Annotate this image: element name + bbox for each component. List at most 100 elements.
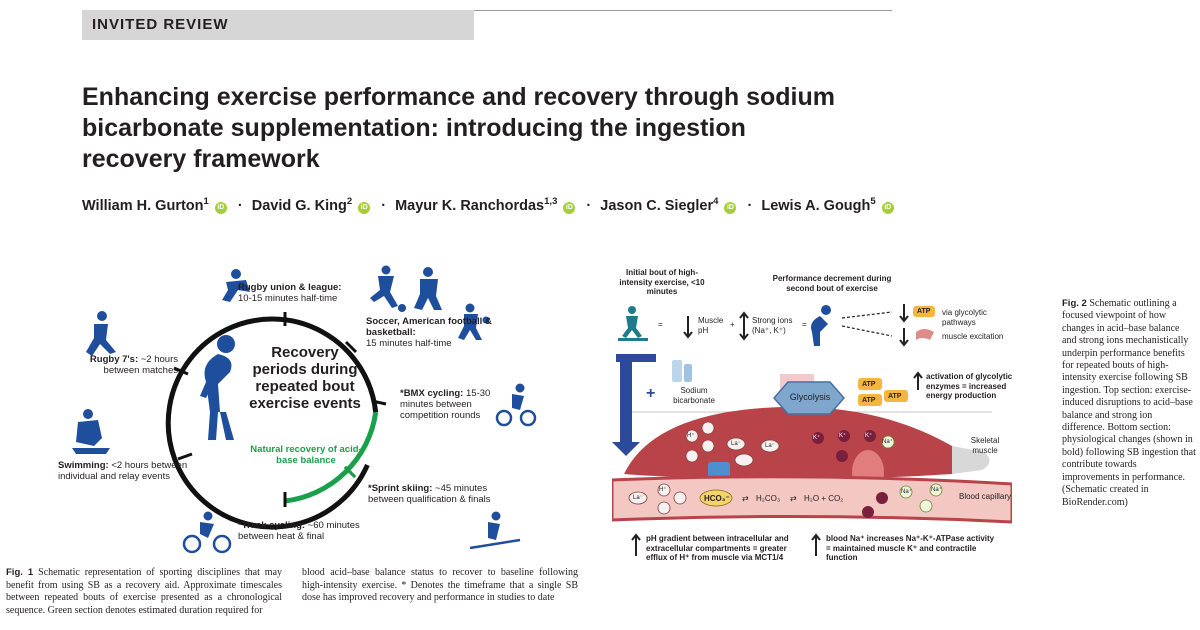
event-detail: 10-15 minutes half-time (238, 293, 338, 304)
section-banner: INVITED REVIEW (82, 10, 474, 40)
orcid-icon[interactable]: iD (563, 202, 576, 214)
skiing-icon (469, 511, 521, 550)
ion-label: Na⁺ (882, 439, 893, 445)
bmx-icon (495, 383, 537, 427)
tired-athlete-icon (200, 335, 235, 440)
caption-label: Fig. 2 (1062, 298, 1087, 309)
muscle-ph-label: Muscle pH (698, 316, 724, 335)
author-name[interactable]: William H. Gurton (82, 198, 204, 214)
bicarbonate-bubble (699, 489, 733, 507)
event-name: *Sprint skiing: (368, 483, 433, 494)
strong-ions-label: Strong ions (Na⁺, K⁺) (752, 316, 793, 335)
sodium-bicarbonate-label: Sodium bicarbonate (673, 386, 715, 405)
dashed-arrows (841, 311, 893, 337)
track-cycling-icon (182, 511, 232, 554)
section-label: INVITED REVIEW (92, 16, 229, 33)
skeletal-muscle-label: Skeletal muscle (970, 436, 1000, 455)
author-line: William H. Gurton1 iD · David G. King2 i… (82, 196, 894, 214)
muscle-excitation-icon (916, 329, 934, 340)
ion-label: K⁺ (839, 433, 847, 439)
event-detail: ~45 minutes between qualification & fina… (368, 483, 491, 505)
glycolysis-label: Glycolysis (789, 392, 831, 402)
basketball-icon (458, 303, 490, 340)
blood-sodium-label: blood Na⁺ increases Na⁺-K⁺-ATPase activi… (826, 534, 995, 562)
ph-gradient-label: pH gradient between intracellular and ex… (646, 534, 789, 562)
up-arrow-icon (631, 533, 641, 556)
orcid-icon[interactable]: iD (724, 202, 737, 214)
ion-label: K⁺ (865, 433, 873, 439)
orcid-icon[interactable]: iD (358, 202, 371, 214)
atp-badge (884, 390, 908, 402)
caption-label: Fig. 1 (6, 567, 34, 578)
up-arrow-icon (811, 533, 821, 556)
activation-label: activation of glycolytic enzymes = incre… (926, 372, 1013, 400)
potassium-dots (862, 492, 888, 518)
event-detail: 15 minutes half-time (366, 338, 452, 349)
skeletal-muscle-shape (624, 406, 987, 479)
ion-label: K⁺ (813, 435, 821, 441)
natural-recovery-label: Natural recovery of acid-base balance (250, 444, 362, 466)
header-rule (474, 10, 892, 11)
ion-label: H⁺ (659, 487, 667, 493)
author-separator: · (747, 198, 753, 214)
bicarbonate-label: HCO₃⁻ (704, 494, 730, 503)
atp-label: ATP (862, 397, 876, 404)
author-name[interactable]: Lewis A. Gough (761, 198, 871, 214)
event-name: Swimming: (58, 460, 109, 471)
atp-badge (913, 306, 935, 317)
physiology-schematic: + (612, 304, 1012, 556)
event-detail: ~2 hours between matches (103, 354, 178, 376)
equals-sign: = (802, 320, 807, 329)
rugby-icon (222, 269, 250, 302)
blood-ion-dots (628, 483, 687, 515)
author-name[interactable]: Mayur K. Ranchordas (395, 198, 545, 214)
event-name: *BMX cycling: (400, 388, 464, 399)
event-detail: 15-30 minutes between competition rounds (400, 388, 491, 421)
glycolysis-hexagon (773, 381, 845, 415)
event-rugby-union: Rugby union & league: 10-15 minutes half… (238, 282, 348, 304)
ion-dots (685, 421, 780, 467)
event-track-cycling: *Track cycling: ~60 minutes between heat… (238, 520, 366, 542)
event-name: Rugby 7's: (89, 354, 139, 365)
performance-decrement-label: Performance decrement during second bout… (772, 274, 892, 293)
ion-label: Na⁺ (901, 489, 912, 495)
equals-sign: = (658, 320, 663, 329)
event-name: *Track cycling: (238, 520, 306, 531)
initial-bout-label: Initial bout of high-intensity exercise,… (619, 268, 705, 296)
event-sprint-skiing: *Sprint skiing: ~45 minutes between qual… (368, 483, 518, 505)
author-affiliation: 4 (713, 196, 719, 208)
atp-badge (858, 394, 882, 406)
plus-sign: + (646, 385, 655, 402)
event-detail: ~60 minutes between heat & final (238, 520, 360, 542)
author-affiliation: 2 (346, 196, 353, 208)
orcid-icon[interactable]: iD (881, 202, 894, 214)
caption-column-1: Fig. 1 Schematic representation of sport… (6, 567, 282, 617)
muscle-excitation-label: muscle excitation (942, 332, 1004, 341)
rugby-sevens-icon (86, 311, 116, 356)
sodium-dots (899, 483, 943, 513)
tired-athlete-icon (811, 305, 831, 346)
event-name: Soccer, American football & basketball: (366, 316, 492, 338)
ring-arc-black (165, 316, 379, 530)
ingestion-arrow (612, 354, 656, 456)
author-name[interactable]: Jason C. Siegler (600, 198, 714, 214)
american-football-icon (414, 267, 442, 310)
bicarbonate-bottle-icon (672, 360, 692, 382)
tendon-shape (952, 446, 990, 474)
orcid-icon[interactable]: iD (214, 202, 227, 214)
ion-label: La⁻ (633, 495, 643, 501)
caption-column-2: blood acid–base balance status to recove… (302, 567, 578, 603)
figure-2: + (612, 266, 1012, 596)
glycolytic-pathways-label: via glycolytic pathways (942, 308, 987, 327)
treadmill-icon (618, 306, 648, 341)
ion-label: Na⁺ (931, 487, 942, 493)
event-swimming: Swimming: <2 hours between individual an… (58, 460, 208, 482)
author-separator: · (237, 198, 243, 214)
author-name[interactable]: David G. King (251, 198, 347, 214)
paper-title: Enhancing exercise performance and recov… (82, 83, 835, 173)
event-soccer: Soccer, American football & basketball: … (366, 316, 496, 349)
carbonic-acid-label: H₂CO₃ (756, 494, 781, 503)
atp-label: ATP (888, 393, 902, 400)
ion-label: La⁻ (765, 443, 775, 449)
up-arrow-icon (913, 371, 923, 390)
